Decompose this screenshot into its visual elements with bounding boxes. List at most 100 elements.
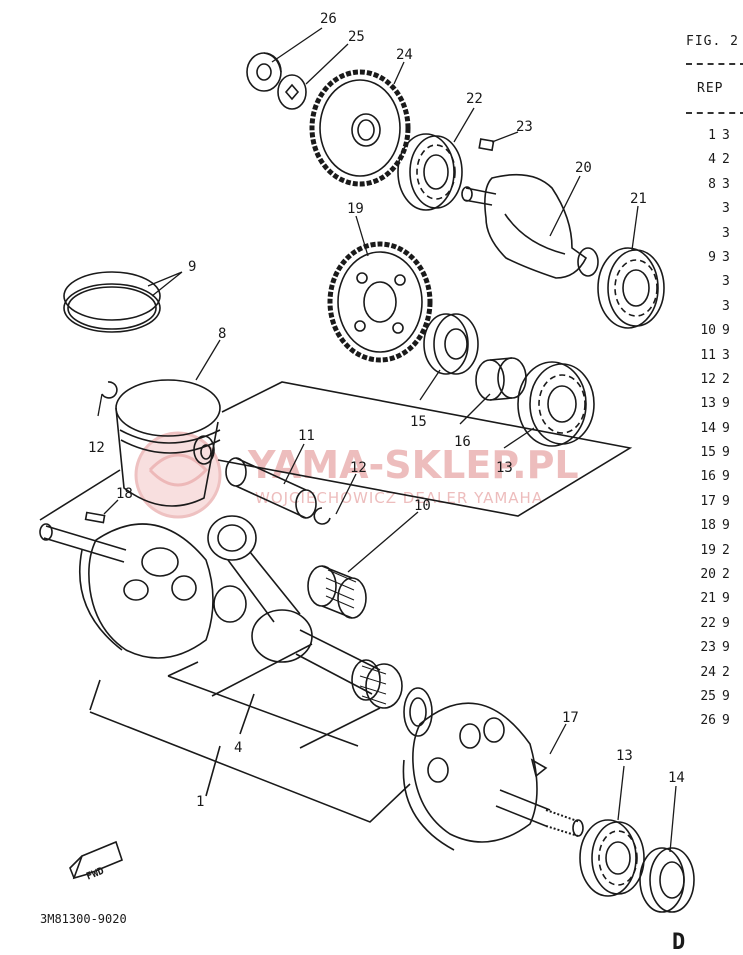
ref-number: 1 bbox=[708, 128, 716, 143]
connecting-rod bbox=[207, 515, 313, 663]
callout-21: 21 bbox=[630, 191, 647, 207]
bracket-upper bbox=[39, 381, 633, 521]
key-17 bbox=[530, 758, 548, 778]
ref-number: 11 bbox=[700, 347, 716, 363]
part-number: 3 bbox=[722, 201, 730, 217]
piston-pin-11 bbox=[225, 457, 317, 519]
table-row: 3 bbox=[686, 201, 743, 225]
table-row: 18 9 bbox=[686, 518, 743, 542]
ref-number: 20 bbox=[700, 567, 716, 583]
part-number: 9 bbox=[722, 713, 730, 729]
callout-19: 19 bbox=[347, 201, 364, 217]
ref-number: 26 bbox=[700, 713, 716, 729]
crank-pin-and-bearing bbox=[295, 629, 433, 737]
diagram-code: 3M81300-9020 bbox=[40, 912, 127, 926]
bracket-lower bbox=[89, 643, 411, 823]
part-number: 9 bbox=[722, 493, 730, 509]
circlip-12-right bbox=[313, 507, 331, 525]
oil-seal-14 bbox=[639, 847, 695, 913]
part-number: 9 bbox=[722, 518, 730, 534]
piston-rings-9 bbox=[63, 271, 161, 333]
callout-12-left: 12 bbox=[88, 440, 105, 456]
ref-number: 4 bbox=[708, 152, 716, 168]
callout-1: 1 bbox=[196, 794, 204, 810]
page-mark: D bbox=[672, 930, 687, 955]
ref-number: 18 bbox=[700, 518, 716, 534]
crank-half-right bbox=[402, 702, 584, 851]
ref-number bbox=[686, 299, 716, 323]
ref-number: 15 bbox=[700, 445, 716, 461]
callout-13-upper: 13 bbox=[496, 460, 513, 476]
key-18 bbox=[84, 511, 106, 524]
ref-number: 8 bbox=[708, 176, 716, 192]
callout-labels: 26 25 24 22 23 20 21 19 9 8 12 15 16 13 … bbox=[85, 11, 685, 883]
circlip-12-left bbox=[101, 381, 118, 399]
crank-half-left bbox=[39, 523, 214, 659]
callout-11: 11 bbox=[298, 428, 315, 444]
bearing-13-upper bbox=[517, 361, 595, 447]
callout-10: 10 bbox=[414, 498, 431, 514]
ref-number: 13 bbox=[700, 396, 716, 412]
ref-number: 23 bbox=[700, 640, 716, 656]
watermark: YAMA-SKLEP.PL WOJCIECHOWICZ DEALER YAMAH… bbox=[134, 431, 579, 519]
table-row: 17 9 bbox=[686, 494, 743, 518]
ref-number: 17 bbox=[700, 493, 716, 509]
ref-number: 24 bbox=[700, 664, 716, 680]
ref-number: 19 bbox=[700, 542, 716, 558]
lock-washer-25 bbox=[277, 74, 307, 110]
ref-number bbox=[686, 274, 716, 298]
callout-26: 26 bbox=[320, 11, 337, 27]
ref-number bbox=[686, 226, 716, 250]
table-row: 3 bbox=[686, 226, 743, 250]
table-header-rule bbox=[686, 112, 743, 114]
leader-1-4 bbox=[89, 679, 255, 797]
part-number: 3 bbox=[722, 225, 730, 241]
part-number: 3 bbox=[722, 128, 730, 143]
part-number: 9 bbox=[722, 396, 730, 412]
key-23 bbox=[478, 138, 495, 152]
bearing-21 bbox=[597, 247, 665, 329]
part-number: 2 bbox=[722, 542, 730, 558]
table-row: 3 bbox=[686, 299, 743, 323]
part-number: 9 bbox=[722, 640, 730, 656]
part-number: 3 bbox=[722, 176, 730, 192]
part-number: 9 bbox=[722, 688, 730, 704]
figure-title: FIG. 2 bbox=[686, 34, 739, 49]
callout-22: 22 bbox=[466, 91, 483, 107]
part-number: 9 bbox=[722, 469, 730, 485]
part-number: 3 bbox=[722, 347, 730, 363]
callout-18: 18 bbox=[116, 486, 133, 502]
part-number: 3 bbox=[722, 298, 730, 314]
callout-15: 15 bbox=[410, 414, 427, 430]
leader-lines bbox=[97, 27, 677, 853]
ref-number: 14 bbox=[700, 420, 716, 436]
column-header-ref: REP bbox=[697, 81, 724, 96]
watermark-subtitle: WOJCIECHOWICZ DEALER YAMAHA bbox=[255, 489, 543, 507]
callout-24: 24 bbox=[396, 47, 413, 63]
part-number: 2 bbox=[722, 152, 730, 168]
gear-19 bbox=[327, 241, 433, 363]
callout-8: 8 bbox=[218, 326, 226, 342]
ref-number bbox=[686, 201, 716, 225]
piston-8 bbox=[115, 379, 221, 507]
callout-16: 16 bbox=[454, 434, 471, 450]
part-number: 9 bbox=[722, 591, 730, 607]
table-row: 3 bbox=[686, 274, 743, 298]
bearing-22 bbox=[397, 133, 463, 211]
ref-number: 10 bbox=[700, 323, 716, 339]
table-row: 26 9 bbox=[686, 713, 743, 737]
part-number: 9 bbox=[722, 615, 730, 631]
table-row: 23 9 bbox=[686, 640, 743, 664]
